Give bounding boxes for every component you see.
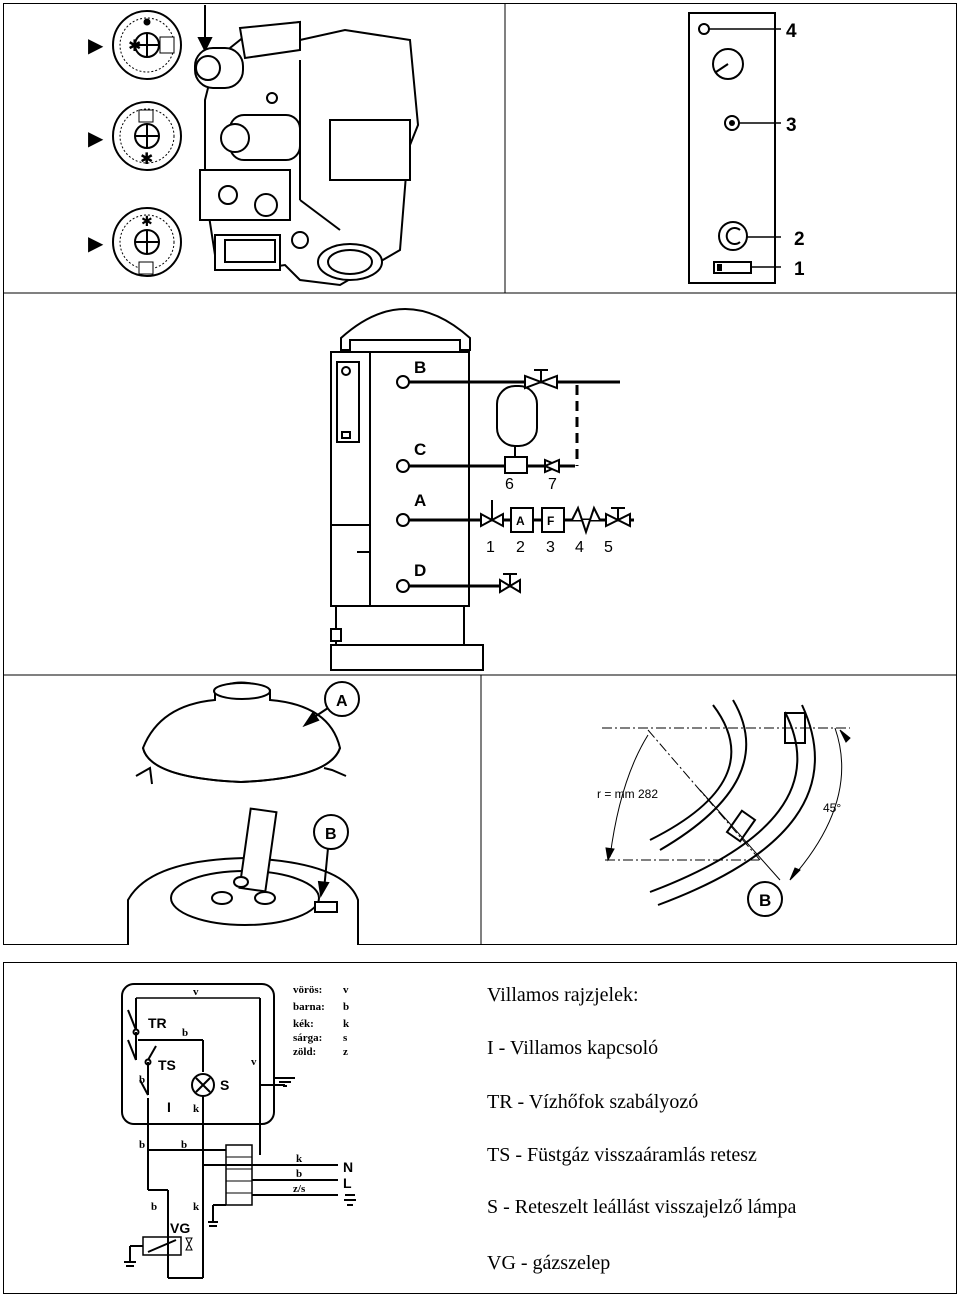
color-key-name-5: zöld:: [293, 1046, 316, 1058]
wire-letter-4: b: [139, 1074, 145, 1086]
detail-panel: [602, 699, 851, 917]
wire-letter-10: k: [296, 1153, 303, 1165]
terminal-n: N: [343, 1159, 353, 1175]
fitting-label-7: 7: [548, 476, 557, 493]
color-key-code-5: z: [343, 1046, 348, 1058]
color-key-name-3: kék:: [293, 1018, 314, 1030]
gas-valve-panel: ✱ ✱ ✱ ▶ ▶ ▶: [88, 5, 420, 287]
expansion-vessel: [496, 385, 538, 474]
cover-callout-b: B: [325, 826, 337, 843]
color-key-name-1: vörös:: [293, 984, 322, 996]
fitting-label-1: 1: [486, 539, 495, 556]
legend-title: Villamos rajzjelek:: [487, 984, 639, 1006]
legend-item-lockout-lamp: S - Reteszelt leállást visszajelző lámpa: [487, 1196, 797, 1218]
port-label-d: D: [414, 561, 426, 580]
wire-letter-2: b: [182, 1027, 188, 1039]
radius-label: r = mm 282: [597, 787, 658, 801]
thermostat-knob: [718, 221, 748, 251]
callout-4: 4: [786, 21, 797, 42]
knob-position-2: ✱: [112, 101, 182, 171]
fitting-label-4: 4: [575, 539, 584, 556]
arrow-marker-1: ▶: [88, 35, 104, 57]
cover-panel: [127, 681, 360, 945]
connection-ports: [396, 375, 410, 593]
port-label-b: B: [414, 358, 426, 377]
color-key: vörös: v barna: b kék: k sárga: s zöld: …: [293, 984, 350, 1058]
wire-letter-7: b: [181, 1139, 187, 1151]
color-key-code-1: v: [343, 984, 349, 996]
connections-panel: A F B C A D 6 7 1 2 3 4 5: [330, 308, 634, 671]
wiring-label-i: I: [167, 1099, 171, 1115]
color-key-code-3: k: [343, 1018, 350, 1030]
color-key-code-2: b: [343, 1001, 349, 1013]
wire-letter-3: v: [251, 1056, 257, 1068]
legend-item-switch: I - Villamos kapcsoló: [487, 1037, 659, 1059]
color-key-name-2: barna:: [293, 1001, 325, 1013]
fitting-label-3: 3: [546, 539, 555, 556]
terminal-l: L: [343, 1175, 352, 1191]
color-key-name-4: sárga:: [293, 1032, 322, 1044]
arrow-marker-2: ▶: [88, 128, 104, 150]
valves: [480, 369, 631, 594]
svg-text:✱: ✱: [140, 151, 153, 168]
detail-callout-b: B: [759, 891, 771, 910]
control-panel-section: 4 3 2 1: [688, 12, 805, 284]
wiring-label-s: S: [220, 1077, 229, 1093]
wire-letter-5: k: [193, 1103, 200, 1115]
indicator-lamp: [698, 23, 710, 35]
callout-2: 2: [794, 229, 805, 250]
fitting-label-6: 6: [505, 476, 514, 493]
wiring-label-ts: TS: [158, 1057, 176, 1073]
wire-letter-6: b: [139, 1139, 145, 1151]
legend-item-gas-valve: VG - gázszelep: [487, 1252, 611, 1274]
frame-grid: [3, 3, 957, 1294]
wire-letter-11: b: [296, 1168, 302, 1180]
arrow-marker-3: ▶: [88, 233, 104, 255]
legend-item-flue-lock: TS - Füstgáz visszaáramlás retesz: [487, 1144, 757, 1166]
callout-3: 3: [786, 115, 797, 136]
wire-letter-1: v: [193, 986, 199, 998]
knob-position-1: ✱: [112, 10, 182, 80]
filter-label-f: F: [547, 514, 554, 528]
port-label-c: C: [414, 440, 426, 459]
fitting-label-5: 5: [604, 539, 613, 556]
knob-position-3: ✱: [112, 207, 182, 277]
gas-valve-drawing: [194, 5, 420, 287]
svg-text:✱: ✱: [141, 213, 153, 229]
wire-letter-8: b: [151, 1201, 157, 1213]
wire-letter-12: z/s: [293, 1183, 306, 1195]
boiler-body: [330, 308, 484, 671]
callout-1: 1: [794, 259, 805, 280]
wiring-label-tr: TR: [148, 1015, 167, 1031]
wire-letter-9: k: [193, 1201, 200, 1213]
cover-callout-a: A: [336, 693, 348, 710]
fitting-label-2: 2: [516, 539, 525, 556]
angle-label: 45°: [823, 801, 841, 815]
legend-item-thermostat: TR - Vízhőfok szabályozó: [487, 1091, 699, 1113]
filter-label-a: A: [516, 514, 525, 528]
svg-text:✱: ✱: [128, 38, 141, 55]
port-label-a: A: [414, 491, 426, 510]
color-key-code-4: s: [343, 1032, 348, 1044]
wiring-label-vg: VG: [170, 1220, 190, 1236]
wiring-diagram: [121, 983, 356, 1279]
